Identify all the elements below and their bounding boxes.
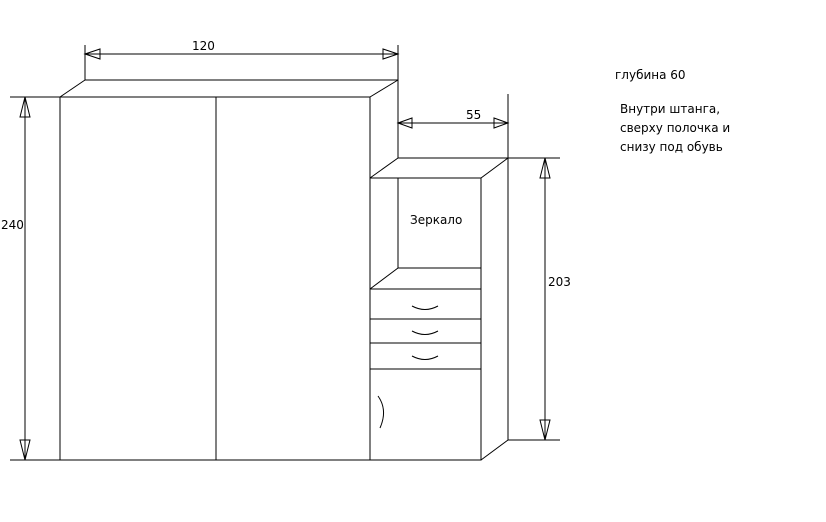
cabinet-top-edge-left	[369, 157, 399, 179]
drawer-handle-icon	[411, 330, 439, 335]
notes-line-3: снизу под обувь	[620, 140, 723, 154]
wardrobe-top-edge-right	[369, 79, 399, 98]
dimension-cabinet-height: 203	[508, 157, 571, 441]
wardrobe-front	[59, 96, 371, 461]
wardrobe-width-label: 120	[192, 39, 215, 53]
mirror-niche-diagonal	[369, 267, 399, 290]
wardrobe-height-label: 240	[1, 218, 24, 232]
depth-note: глубина 60	[615, 68, 686, 82]
dimension-cabinet-width: 55	[396, 94, 510, 158]
drawer-handle-icon	[411, 305, 439, 310]
notes-line-1: Внутри штанга,	[620, 102, 721, 116]
wardrobe	[59, 79, 399, 461]
dimension-wardrobe-height: 240	[1, 96, 60, 461]
door-handle-icon	[377, 395, 384, 429]
cabinet-top-edge-right	[480, 157, 509, 179]
notes-line-2: сверху полочка и	[620, 121, 731, 135]
wardrobe-top-edge-left	[59, 79, 86, 98]
cabinet-width-label: 55	[466, 108, 481, 122]
cabinet-height-label: 203	[548, 275, 571, 289]
drawer-handle-icon	[411, 355, 439, 360]
cabinet: Зеркало	[369, 157, 509, 461]
mirror-label: Зеркало	[410, 213, 462, 227]
dimension-wardrobe-width: 120	[83, 39, 400, 80]
cabinet-bottom-edge	[480, 439, 509, 461]
